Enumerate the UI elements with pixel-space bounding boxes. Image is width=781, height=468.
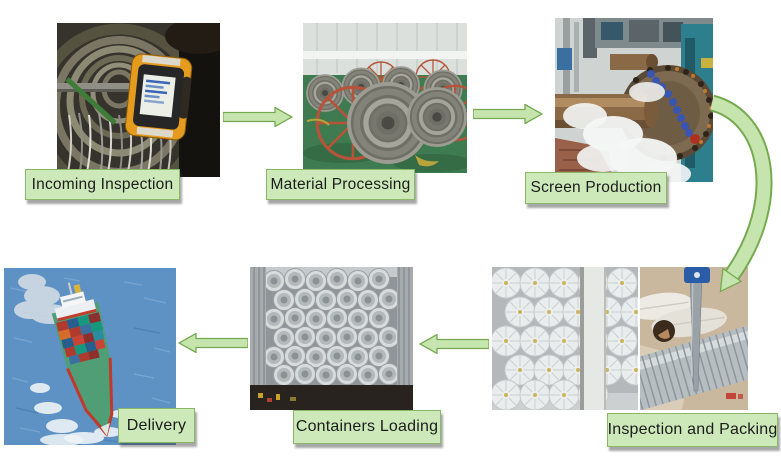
material-processing-label: Material Processing xyxy=(266,169,415,200)
arrow-curved-down xyxy=(690,85,781,315)
screen-production-label: Screen Production xyxy=(525,172,667,204)
containers-loading-label: Containers Loading xyxy=(293,410,441,444)
screen-production-photo xyxy=(555,18,713,182)
delivery-label: Delivery xyxy=(118,408,195,443)
material-processing-photo xyxy=(303,23,467,173)
containers-loading-photo xyxy=(250,267,413,410)
arrow-left-1 xyxy=(418,333,490,359)
incoming-inspection-label: Incoming Inspection xyxy=(25,169,180,200)
arrow-right-1 xyxy=(222,106,294,132)
arrow-left-2 xyxy=(177,332,249,358)
arrow-right-2 xyxy=(472,103,544,129)
incoming-inspection-photo xyxy=(57,23,220,177)
inspection-packing-photo-caliper xyxy=(640,267,748,410)
inspection-packing-photo-bundles xyxy=(492,267,638,410)
inspection-packing-label: Inspection and Packing xyxy=(607,413,778,447)
